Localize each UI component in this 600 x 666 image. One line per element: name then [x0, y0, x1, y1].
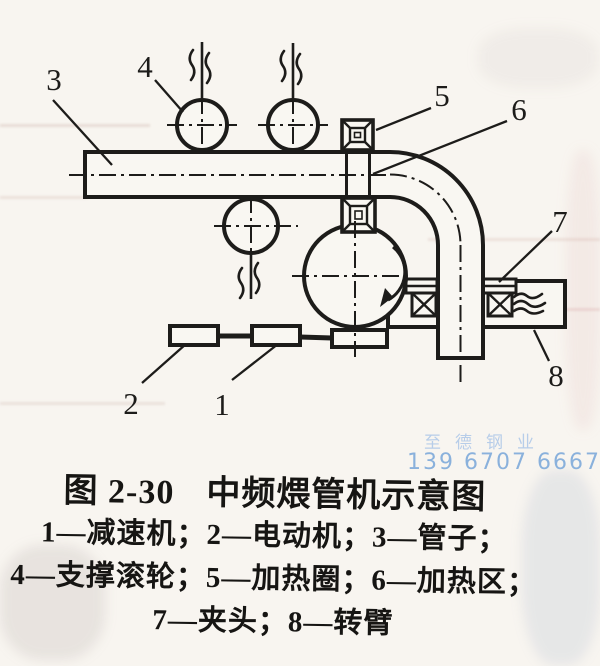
- callout-1: 1: [214, 387, 230, 422]
- pipe: [83, 150, 485, 360]
- clamp-left: [404, 277, 439, 318]
- clamp-leads: [512, 292, 547, 315]
- rotation-arrow: [380, 245, 407, 307]
- callout-6: 6: [511, 92, 527, 127]
- base-block: [330, 328, 389, 349]
- callout-leaders: [52, 79, 553, 384]
- coil-section-bottom: [340, 196, 377, 234]
- callout-8: 8: [548, 358, 564, 393]
- coil-section-top: [340, 118, 375, 152]
- centerlines: [69, 97, 462, 384]
- callout-4: 4: [137, 49, 153, 84]
- drive-train: [168, 324, 389, 349]
- motor-block: [168, 324, 220, 347]
- clamp-right: [481, 277, 518, 318]
- reducer-block: [250, 324, 302, 347]
- callout-7: 7: [552, 204, 568, 239]
- callout-3: 3: [46, 62, 62, 97]
- figure-number: 图 2-30: [63, 472, 175, 512]
- legend-line-2: 4—支撑滚轮；5—加热圈；6—加热区；: [10, 558, 538, 600]
- heat-waves: [188, 42, 303, 300]
- figure-title-text: 中频煨管机示意图: [206, 474, 487, 517]
- figure-title: 图 2-30 中频煨管机示意图: [0, 461, 575, 519]
- callout-5: 5: [434, 78, 450, 113]
- schematic-diagram: 1 2 3 4 5 6 7 8: [46, 42, 568, 422]
- callout-2: 2: [123, 386, 139, 421]
